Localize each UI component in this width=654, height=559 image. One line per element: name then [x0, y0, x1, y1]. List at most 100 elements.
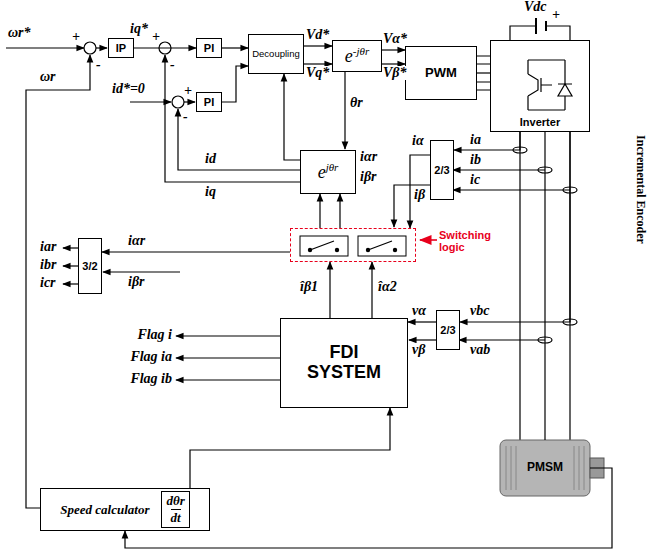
switch-symbol: [300, 236, 348, 256]
node-content: Speed calculatordθrdt: [60, 491, 190, 528]
connector: [190, 408, 390, 488]
connector: [544, 132, 545, 440]
current-sense-wire: [453, 169, 545, 170]
node-content: PMSM: [525, 461, 565, 474]
connector: [371, 262, 372, 318]
node-text: PI: [204, 42, 214, 54]
connector: [304, 63, 332, 64]
connector: [460, 132, 570, 322]
controller-box: PI: [196, 92, 222, 112]
switch-contact: [335, 248, 339, 252]
node-content: PI: [204, 96, 214, 108]
switch-lever: [310, 241, 392, 250]
motor: PMSM: [500, 440, 590, 496]
signal-label: îα2: [378, 280, 397, 294]
connector: [222, 66, 248, 102]
signal-label: iβr: [360, 170, 377, 184]
diode-symbol: [558, 84, 572, 96]
connector: [222, 47, 248, 48]
node-content: FDI SYSTEM: [304, 343, 384, 383]
signal-label: Vq*: [306, 66, 329, 80]
connector: [382, 49, 405, 50]
speed-calculator-box: Speed calculatordθrdt: [40, 488, 210, 531]
node-text: 3/2: [82, 260, 97, 272]
signal-label: vα: [412, 304, 426, 318]
switch-symbol: [358, 236, 406, 256]
transform-box: e-jθr: [332, 40, 382, 72]
node-text: e: [345, 46, 353, 67]
signal-label: +: [152, 30, 160, 44]
transform-box: ejθr: [300, 150, 356, 194]
current-wire: [394, 185, 430, 227]
signal-label: ωr*: [8, 26, 31, 40]
node-content: 2/3: [440, 324, 455, 336]
battery-plate: [545, 21, 547, 31]
connector: [382, 63, 405, 64]
dc-bus-wire: [510, 26, 570, 40]
signal-label: -: [183, 110, 188, 124]
callout-heading: Switching logic: [439, 229, 501, 253]
decoupling-box: Decoupling: [248, 34, 304, 74]
signal-label: ib: [470, 153, 481, 167]
reference-wire: [6, 47, 84, 48]
signal-label: ibr: [40, 258, 56, 272]
switch-contact: [308, 248, 312, 252]
connector: [329, 262, 330, 318]
signal-label: iq: [205, 185, 216, 199]
connector: [408, 321, 436, 322]
motor-body: [500, 440, 590, 496]
current-wire: [103, 271, 180, 272]
controller-box: IP: [108, 38, 134, 58]
node-text: Decoupling: [252, 49, 300, 59]
signal-label: vβ: [412, 343, 425, 357]
signal-label: Vβ*: [383, 66, 407, 80]
current-wire: [63, 247, 78, 248]
flag-wire: [176, 379, 280, 380]
pwm-box: PWM: [405, 46, 477, 100]
igbt-symbol: [528, 60, 565, 110]
signal-label: ωr: [40, 70, 56, 84]
node-text: PI: [204, 96, 214, 108]
connector: [477, 72, 490, 73]
encoder-label: Incremental Encoder: [633, 110, 648, 270]
current-wire: [63, 265, 78, 266]
transform-box: 2/3: [436, 310, 460, 350]
node-content: PWM: [425, 66, 457, 80]
node-content: e-jθr: [345, 46, 369, 67]
connector: [284, 74, 300, 160]
fraction: dθrdt: [161, 491, 189, 528]
motor-phase-wire: [520, 132, 570, 440]
switching-logic-box: Switching logic: [290, 228, 416, 262]
battery-plate: [535, 18, 537, 34]
node-content: PI: [204, 42, 214, 54]
gate-wire: [477, 56, 490, 90]
voltage-wire: [409, 339, 436, 340]
controller-box: PI: [196, 38, 222, 58]
signal-label: vbc: [470, 304, 489, 318]
connector: [410, 155, 430, 228]
signal-label: vab: [470, 343, 490, 357]
summing-junction: [172, 96, 184, 108]
signal-label: iαr: [360, 150, 377, 164]
node-text: 2/3: [434, 164, 449, 176]
current-feedback-wire: [178, 109, 300, 170]
current-wire: [63, 283, 78, 284]
node-text: IP: [116, 42, 126, 54]
connector: [134, 47, 196, 48]
signal-label: iβ: [414, 188, 425, 202]
motor-fins: [506, 446, 584, 490]
signal-label: ia: [470, 133, 481, 147]
signal-label: Flag ib: [100, 372, 172, 386]
signal-label: Flag ia: [100, 350, 172, 364]
signal-label: ic: [470, 173, 480, 187]
node-text: e: [318, 162, 326, 183]
node-text: dt: [171, 509, 181, 526]
signal-label: Vd*: [306, 28, 329, 42]
signal-label: +: [552, 8, 560, 22]
signal-label: icr: [40, 276, 56, 290]
signal-label: +: [184, 84, 192, 98]
signal-label: -: [170, 58, 175, 72]
node-text: 2/3: [440, 324, 455, 336]
node-text: dθr: [166, 493, 184, 509]
signal-label: Flag i: [100, 328, 172, 342]
